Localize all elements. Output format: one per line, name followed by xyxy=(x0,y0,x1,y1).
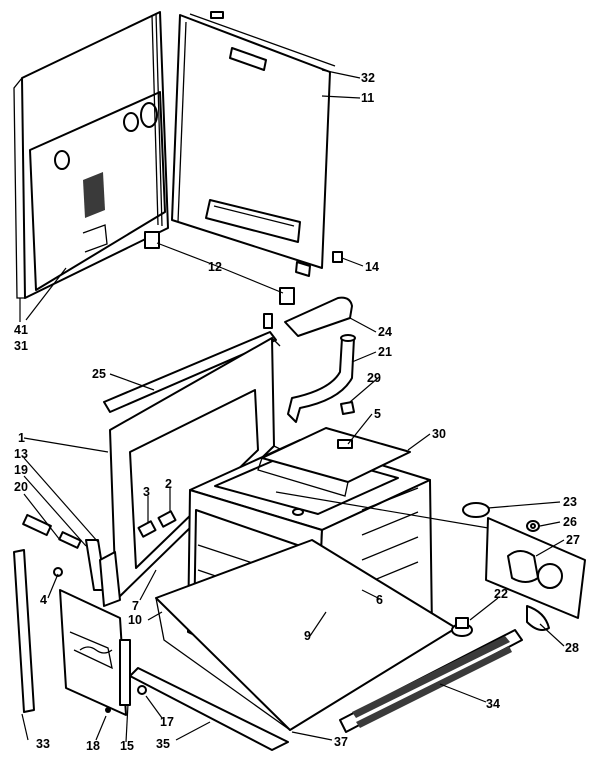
callout-13: 13 xyxy=(14,447,28,461)
callout-32: 32 xyxy=(361,71,375,85)
callout-28: 28 xyxy=(565,641,579,655)
nut-29 xyxy=(340,401,355,415)
callout-37: 37 xyxy=(334,735,348,749)
callout-15: 15 xyxy=(120,739,134,753)
callout-24: 24 xyxy=(378,325,392,339)
callout-7: 7 xyxy=(132,599,139,613)
callout-18: 18 xyxy=(86,739,100,753)
callout-11: 11 xyxy=(361,91,375,105)
hinge-parts xyxy=(22,513,121,607)
callout-31: 31 xyxy=(14,339,28,353)
vent-tubes xyxy=(284,296,356,423)
callout-29: 29 xyxy=(367,371,381,385)
callout-2: 2 xyxy=(165,477,172,491)
rear-wrapper xyxy=(13,11,169,299)
leader-lines xyxy=(19,69,565,743)
callout-9: 9 xyxy=(304,629,311,643)
callout-17: 17 xyxy=(160,715,174,729)
callout-6: 6 xyxy=(376,593,383,607)
sensors xyxy=(137,510,177,538)
callout-35: 35 xyxy=(156,737,170,751)
side-bracket xyxy=(59,589,147,716)
callout-41: 41 xyxy=(14,323,28,337)
callout-21: 21 xyxy=(378,345,392,359)
side-trim xyxy=(13,549,35,713)
callout-25: 25 xyxy=(92,367,106,381)
callout-1: 1 xyxy=(18,431,25,445)
callout-22: 22 xyxy=(494,587,508,601)
kick-panel xyxy=(339,629,523,733)
callout-4: 4 xyxy=(40,593,47,607)
callout-30: 30 xyxy=(432,427,446,441)
callout-14: 14 xyxy=(365,260,379,274)
callout-10: 10 xyxy=(128,613,142,627)
callout-3: 3 xyxy=(143,485,150,499)
callout-33: 33 xyxy=(36,737,50,751)
callout-19: 19 xyxy=(14,463,28,477)
rear-panel xyxy=(171,11,336,277)
callout-26: 26 xyxy=(563,515,577,529)
callout-20: 20 xyxy=(14,480,28,494)
clips xyxy=(144,231,343,305)
callout-23: 23 xyxy=(563,495,577,509)
callout-27: 27 xyxy=(566,533,580,547)
callout-5: 5 xyxy=(374,407,381,421)
callout-12: 12 xyxy=(208,260,222,274)
control-components xyxy=(462,502,586,631)
burner xyxy=(451,617,473,637)
callout-34: 34 xyxy=(486,697,500,711)
